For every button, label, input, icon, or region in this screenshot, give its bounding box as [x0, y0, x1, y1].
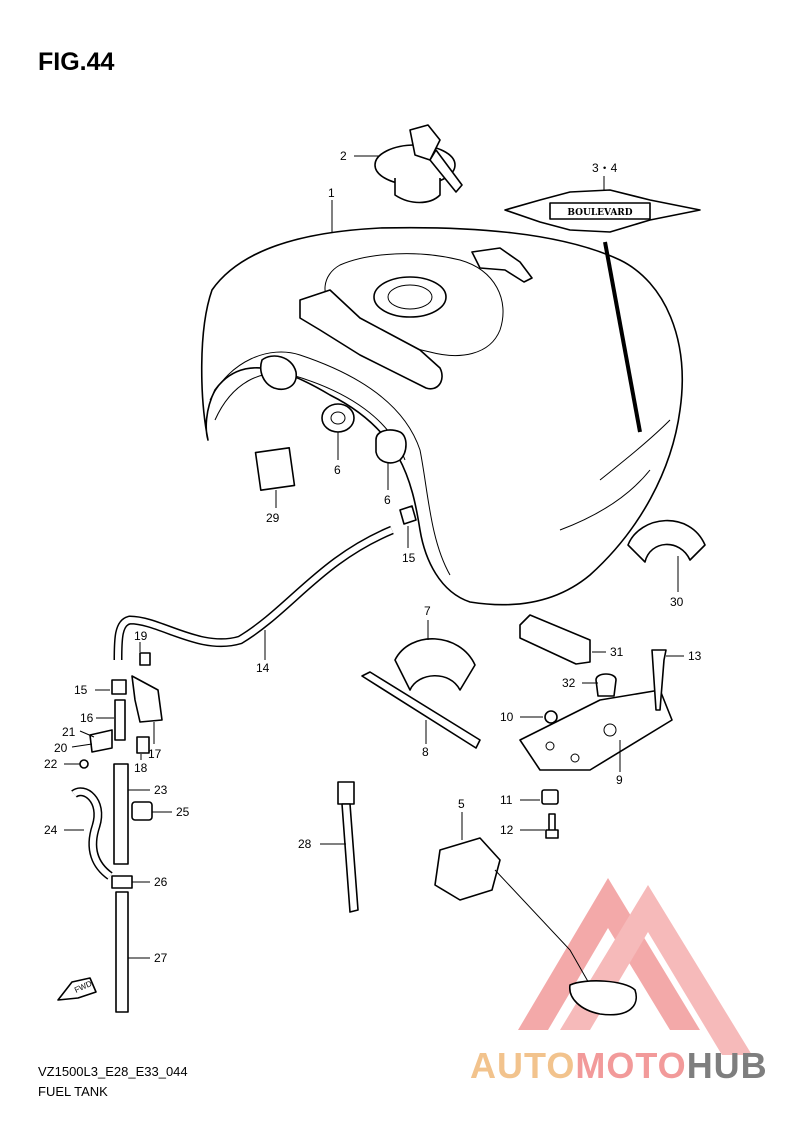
callout-27: 27 — [154, 951, 168, 965]
callout-12: 12 — [500, 823, 514, 837]
callout-6b: 6 — [384, 493, 391, 507]
callout-26: 26 — [154, 875, 168, 889]
callout-1: 1 — [328, 186, 335, 200]
diagram-title: FUEL TANK — [38, 1084, 108, 1099]
grommet — [321, 403, 407, 464]
callout-24: 24 — [44, 823, 58, 837]
callout-20: 20 — [54, 741, 68, 755]
tube-27 — [115, 891, 129, 1013]
watermark-logo — [518, 878, 752, 1055]
callout-15a: 15 — [402, 551, 416, 565]
connector-28 — [337, 781, 355, 805]
callout-7: 7 — [424, 604, 431, 618]
callout-28: 28 — [298, 837, 312, 851]
fuel-tank — [200, 226, 683, 606]
tee-26 — [111, 875, 133, 889]
callout-8: 8 — [422, 745, 429, 759]
callout-9: 9 — [616, 773, 623, 787]
nut-11 — [541, 789, 559, 805]
cushion-7 — [394, 638, 476, 691]
watermark-part-1: AUTO — [470, 1045, 576, 1086]
callout-16: 16 — [80, 711, 94, 725]
bolt-12 — [545, 813, 559, 839]
leader-lines — [64, 155, 684, 959]
washer-10 — [544, 710, 558, 724]
callout-21: 21 — [62, 725, 76, 739]
watermark-part-3: HUB — [686, 1045, 768, 1086]
tube-23 — [113, 763, 129, 865]
callout-17: 17 — [148, 747, 162, 761]
callout-15b: 15 — [74, 683, 88, 697]
fuel-cap — [374, 124, 463, 204]
callout-3-4: 3・4 — [592, 161, 618, 175]
callout-22: 22 — [44, 757, 58, 771]
bolt-13 — [651, 649, 667, 711]
callout-10: 10 — [500, 710, 514, 724]
diagram-code: VZ1500L3_E28_E33_044 — [38, 1064, 188, 1079]
fuel-sender-5 — [434, 837, 501, 901]
callout-2: 2 — [340, 149, 347, 163]
pad-29 — [254, 447, 296, 491]
clamp-15 — [399, 505, 417, 525]
emblem-text: BOULEVARD — [567, 208, 632, 218]
callout-29: 29 — [266, 511, 280, 525]
watermark-part-2: MOTO — [575, 1045, 687, 1086]
callout-14: 14 — [256, 661, 270, 675]
fwd-arrow: FWD — [57, 977, 97, 1001]
callout-31: 31 — [610, 645, 624, 659]
callout-30: 30 — [670, 595, 684, 609]
callout-6a: 6 — [334, 463, 341, 477]
cushion-30 — [627, 519, 706, 563]
callout-11: 11 — [500, 793, 513, 807]
petcock-assembly — [79, 652, 163, 769]
rubber-31 — [519, 614, 591, 665]
callout-25: 25 — [176, 805, 190, 819]
callout-13: 13 — [688, 649, 702, 663]
watermark-text: AUTOMOTOHUB — [470, 1045, 768, 1087]
rubber-32 — [595, 673, 617, 697]
strap-8 — [361, 671, 481, 749]
callout-32: 32 — [562, 676, 576, 690]
callout-labels: 1 2 3・4 5 6 6 7 8 9 10 11 12 13 14 15 15… — [44, 149, 702, 965]
callout-19: 19 — [134, 629, 148, 643]
emblem: BOULEVARD — [504, 189, 701, 433]
callout-23: 23 — [154, 783, 168, 797]
callout-5: 5 — [458, 797, 465, 811]
callout-18: 18 — [134, 761, 148, 775]
bracket-9 — [519, 689, 673, 771]
figure-title: FIG.44 — [38, 48, 115, 76]
sleeve-25 — [131, 801, 153, 821]
